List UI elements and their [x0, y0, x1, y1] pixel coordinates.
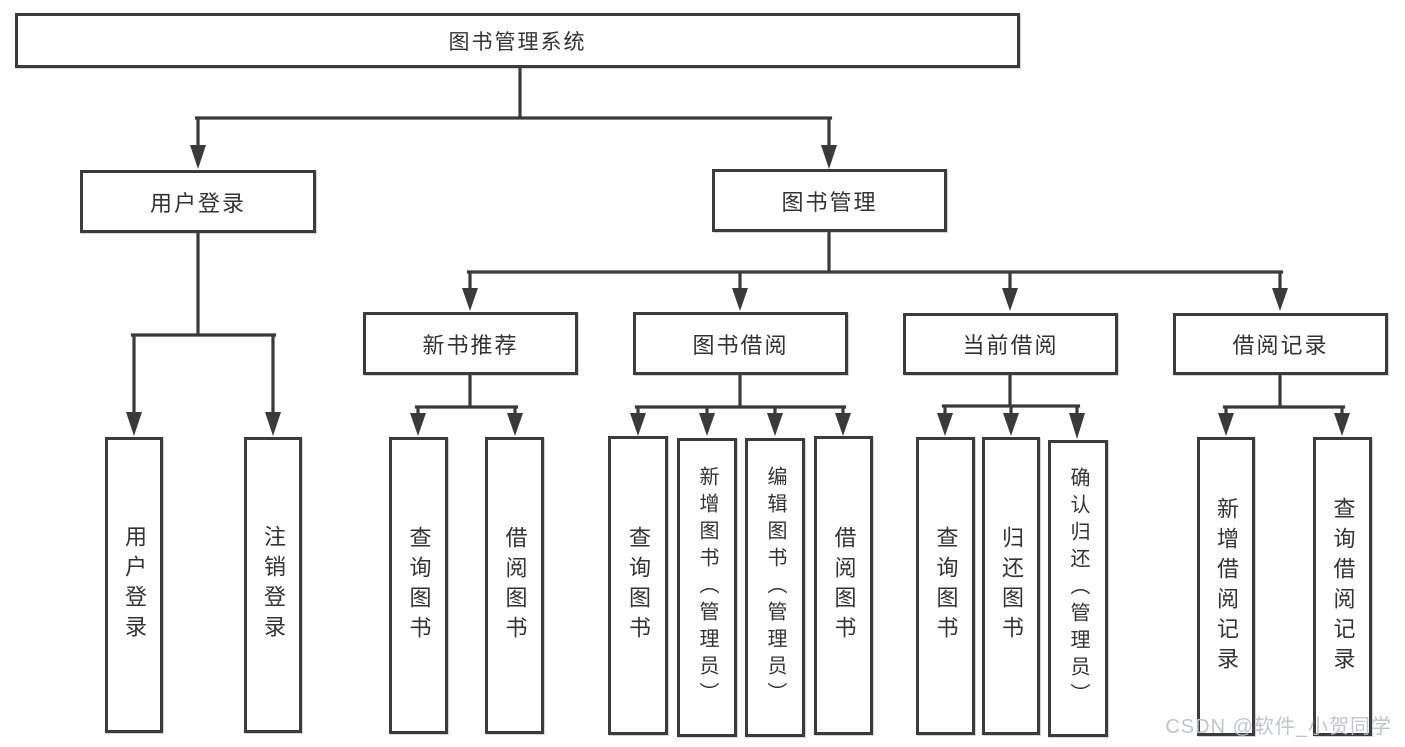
leaf-user-login: 用户登录 [105, 437, 163, 733]
node-new-book-recommend: 新书推荐 [363, 312, 578, 375]
watermark: CSDN @软件_小贺同学 [1165, 716, 1392, 738]
leaf-user-login-label: 用户登录 [122, 525, 147, 645]
connector-borrow-records [1218, 373, 1350, 436]
leaf-edit-book-admin-label: 编辑图书（管理员） [764, 466, 786, 709]
leaf-query-book-3-label: 查询图书 [933, 526, 959, 646]
connector-user-login [126, 231, 281, 436]
leaf-borrow-book-1-label: 借阅图书 [502, 525, 528, 646]
node-book-mgmt-label: 图书管理 [781, 189, 878, 215]
node-book-borrow-label: 图书借阅 [692, 332, 789, 358]
leaf-add-book-admin: 新增图书（管理员） [677, 438, 737, 737]
node-borrow-records-label: 借阅记录 [1232, 333, 1329, 358]
node-borrow-records: 借阅记录 [1173, 313, 1388, 375]
leaf-borrow-book-2-label: 借阅图书 [831, 525, 857, 646]
leaf-logout: 注销登录 [244, 437, 302, 733]
leaf-query-book-2-label: 查询图书 [626, 525, 651, 646]
leaf-logout-label: 注销登录 [261, 525, 286, 645]
leaf-edit-book-admin: 编辑图书（管理员） [745, 438, 805, 737]
leaf-query-book-2: 查询图书 [608, 436, 668, 735]
leaf-add-book-admin-label: 新增图书（管理员） [696, 466, 718, 709]
connector-new-book [410, 373, 523, 436]
leaf-confirm-return-admin-label: 确认归还（管理员） [1067, 467, 1089, 710]
node-book-borrow: 图书借阅 [633, 312, 848, 375]
leaf-query-book-3: 查询图书 [916, 437, 975, 735]
leaf-query-book-1: 查询图书 [389, 437, 448, 734]
connector-root [190, 66, 837, 169]
node-current-borrow-label: 当前借阅 [962, 333, 1059, 358]
connector-book-mgmt [462, 230, 1288, 311]
node-user-login: 用户登录 [80, 170, 316, 233]
node-current-borrow: 当前借阅 [903, 313, 1118, 375]
leaf-query-borrow-record-label: 查询借阅记录 [1330, 496, 1356, 677]
node-new-book-recommend-label: 新书推荐 [422, 332, 519, 358]
leaf-add-borrow-record: 新增借阅记录 [1197, 437, 1255, 736]
node-book-mgmt: 图书管理 [712, 169, 947, 232]
leaf-borrow-book-1: 借阅图书 [485, 437, 544, 734]
leaf-return-book-label: 归还图书 [999, 526, 1024, 646]
node-root-label: 图书管理系统 [448, 30, 587, 54]
connector-current-borrow [937, 373, 1085, 439]
node-user-login-label: 用户登录 [149, 190, 246, 216]
leaf-query-book-1-label: 查询图书 [406, 525, 432, 646]
leaf-borrow-book-2: 借阅图书 [814, 436, 873, 735]
leaf-return-book: 归还图书 [982, 437, 1040, 735]
connector-book-borrow [630, 373, 851, 436]
leaf-confirm-return-admin: 确认归还（管理员） [1048, 440, 1108, 737]
leaf-add-borrow-record-label: 新增借阅记录 [1214, 496, 1239, 677]
node-root: 图书管理系统 [15, 13, 1020, 68]
leaf-query-borrow-record: 查询借阅记录 [1313, 437, 1372, 736]
